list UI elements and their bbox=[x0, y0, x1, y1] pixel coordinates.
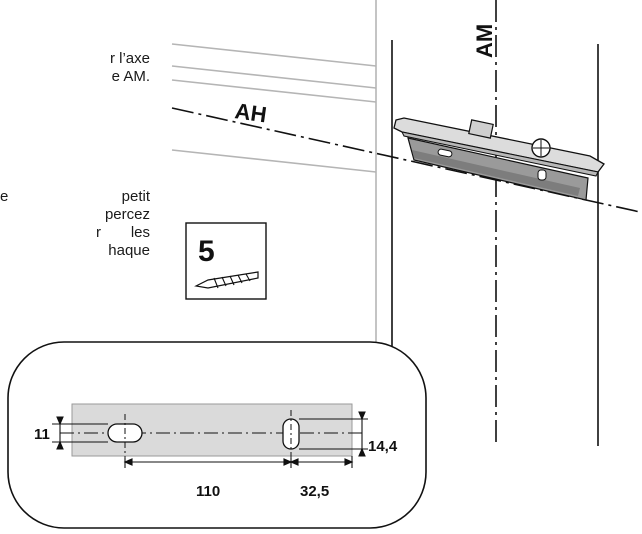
instruction-text-top: r l’axe e AM. bbox=[0, 50, 150, 86]
instruction-line: e petit bbox=[0, 188, 150, 206]
instruction-text-bottom: e petit percez r les haque bbox=[0, 188, 150, 260]
instruction-line: r les bbox=[0, 224, 150, 242]
instruction-word: e bbox=[0, 188, 9, 205]
instruction-line: haque bbox=[0, 242, 150, 260]
drill-bit-icon: 5 bbox=[185, 222, 267, 300]
dimension-label-right: 14,4 bbox=[368, 438, 398, 455]
axis-am-label: AM bbox=[472, 24, 497, 58]
dimension-slot-height-right bbox=[299, 411, 368, 457]
dimension-label-offset: 32,5 bbox=[300, 483, 329, 500]
instruction-word: petit bbox=[121, 188, 150, 205]
cabinet-edges bbox=[391, 40, 599, 446]
instruction-line: r l’axe bbox=[109, 50, 150, 67]
dimension-slot-spacing bbox=[123, 458, 293, 468]
drill-bit-size: 5 bbox=[198, 235, 215, 268]
instruction-line: percez bbox=[0, 206, 150, 224]
wall-panel bbox=[171, 0, 377, 362]
instruction-word: r bbox=[96, 224, 101, 241]
instruction-word: haque bbox=[108, 242, 150, 259]
instruction-word: les bbox=[130, 224, 150, 241]
dimension-label-left: 11 bbox=[34, 426, 50, 443]
axis-ah-label: AH bbox=[233, 98, 268, 127]
bracket-detail bbox=[60, 403, 366, 460]
instruction-word: percez bbox=[104, 206, 150, 223]
dimension-slot-offset bbox=[289, 456, 354, 468]
instruction-line: e AM. bbox=[111, 68, 150, 85]
dimension-label-spacing: 110 bbox=[196, 483, 220, 500]
bracket-illustration bbox=[393, 117, 605, 201]
dimension-slot-height-left bbox=[52, 416, 108, 450]
